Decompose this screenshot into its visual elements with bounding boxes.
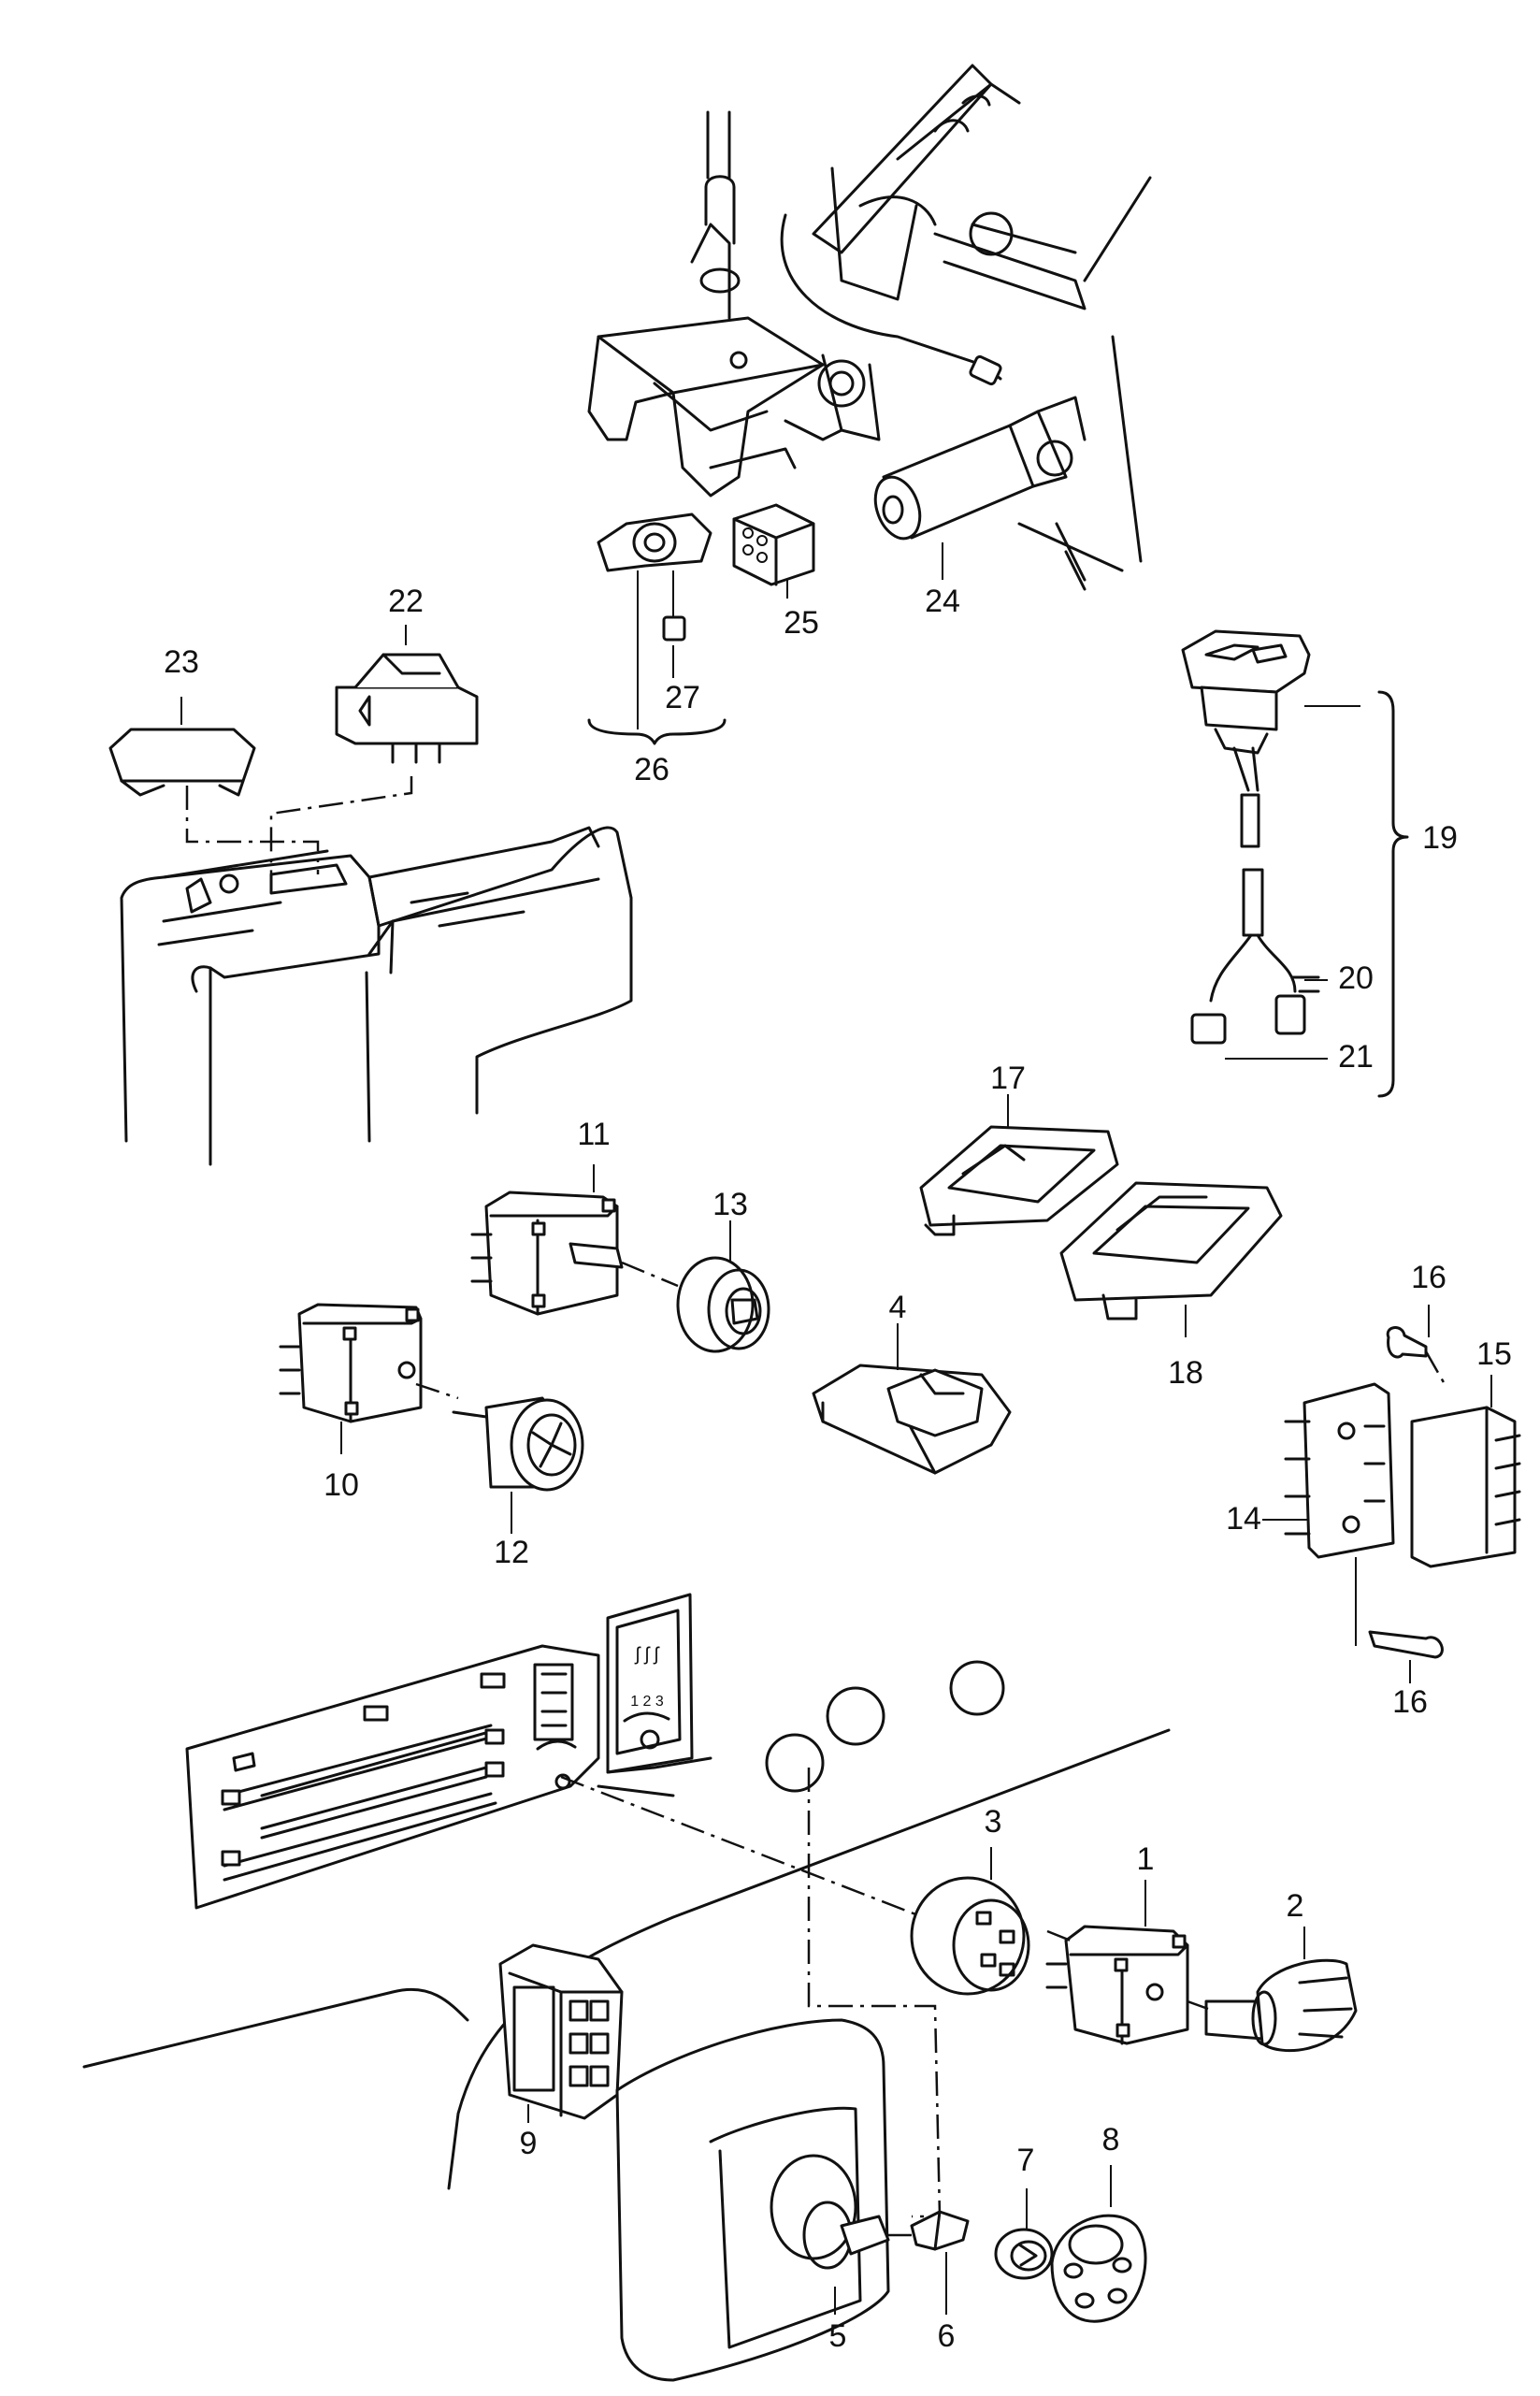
part-3-cover	[910, 1847, 1030, 1996]
callout-7: 7	[1017, 2143, 1035, 2178]
callout-13: 13	[712, 1187, 748, 1222]
part-26-sensor	[597, 512, 712, 729]
callout-9: 9	[520, 2126, 538, 2161]
part-11-heater-switch	[470, 1164, 624, 1316]
part-2-knob	[1204, 1927, 1358, 2053]
callout-24: 24	[925, 584, 960, 619]
callout-2: 2	[1287, 1888, 1304, 1924]
callout-20: 20	[1338, 960, 1374, 996]
callout-15: 15	[1476, 1336, 1512, 1372]
bracket-26	[587, 718, 727, 745]
callout-labels: 1 2 3 4 5 6 7 8 9 10 11 12 13 14 15 16 1…	[164, 584, 1512, 2354]
leader-11-13	[621, 1261, 679, 1288]
part-25-connector	[732, 503, 815, 599]
part-8-cap	[1050, 2165, 1147, 2323]
part-9-connector	[498, 1943, 624, 2123]
callout-27: 27	[665, 680, 700, 715]
callout-14: 14	[1226, 1501, 1261, 1537]
part-14-bracket	[1262, 1382, 1395, 1646]
callout-22: 22	[388, 584, 424, 619]
part-10-fan-switch	[279, 1303, 423, 1454]
callout-16-top: 16	[1411, 1260, 1446, 1295]
leader-10-12	[415, 1382, 459, 1400]
callout-6: 6	[938, 2318, 956, 2354]
callout-26: 26	[634, 752, 669, 787]
leader-16-top	[1424, 1350, 1446, 1385]
callout-5: 5	[829, 2318, 847, 2354]
callout-25: 25	[784, 605, 819, 641]
part-4-seat-switch	[812, 1323, 1012, 1475]
callout-16-bottom: 16	[1392, 1684, 1428, 1720]
seat-side-panel	[120, 826, 633, 1166]
leader-23-mount	[185, 786, 320, 874]
callout-3: 3	[985, 1804, 1002, 1840]
part-5-lamp-housing	[615, 2018, 890, 2382]
part-15-connector-housing	[1410, 1375, 1521, 1568]
part-27-plug	[662, 615, 686, 678]
part-12-fan-knob	[452, 1396, 584, 1534]
part-23-blank-cover	[108, 697, 256, 797]
part-16-screw-bottom	[1368, 1630, 1444, 1683]
part-6-bulb	[910, 2210, 970, 2315]
part-7-bulb-holder	[994, 2188, 1054, 2280]
part-18-trim-frame	[1059, 1181, 1283, 1337]
seat-frame-assembly	[587, 64, 1152, 591]
callout-12: 12	[494, 1535, 529, 1570]
part-13-heater-knob	[676, 1220, 770, 1353]
leader-1-2	[1187, 1999, 1209, 2011]
part-19-switch-harness	[1181, 629, 1409, 1098]
part-16-screw-top	[1386, 1305, 1430, 1359]
callout-10: 10	[324, 1467, 359, 1503]
part-22-rocker-switch	[335, 625, 479, 764]
callout-17: 17	[990, 1061, 1026, 1096]
leader-3-1	[1046, 1929, 1072, 1942]
dial-icons: ʃ ʃ ʃ	[634, 1644, 660, 1665]
callout-4: 4	[889, 1290, 907, 1325]
callout-8: 8	[1102, 2122, 1120, 2158]
callout-19: 19	[1422, 820, 1458, 856]
callout-21: 21	[1338, 1039, 1374, 1075]
callout-23: 23	[164, 644, 199, 680]
dial-scale-1-3: 1 2 3	[630, 1694, 664, 1710]
part-24-motor	[873, 396, 1087, 580]
callout-11: 11	[577, 1117, 610, 1152]
leader-22-mount	[269, 776, 413, 874]
leader-dash-to-5	[807, 1768, 942, 2218]
part-1-switch	[1045, 1880, 1189, 2045]
callout-1: 1	[1137, 1841, 1155, 1877]
callout-18: 18	[1168, 1355, 1203, 1391]
part-17-trim-frame	[919, 1094, 1119, 1236]
leader-dash-to-3	[560, 1775, 936, 1924]
